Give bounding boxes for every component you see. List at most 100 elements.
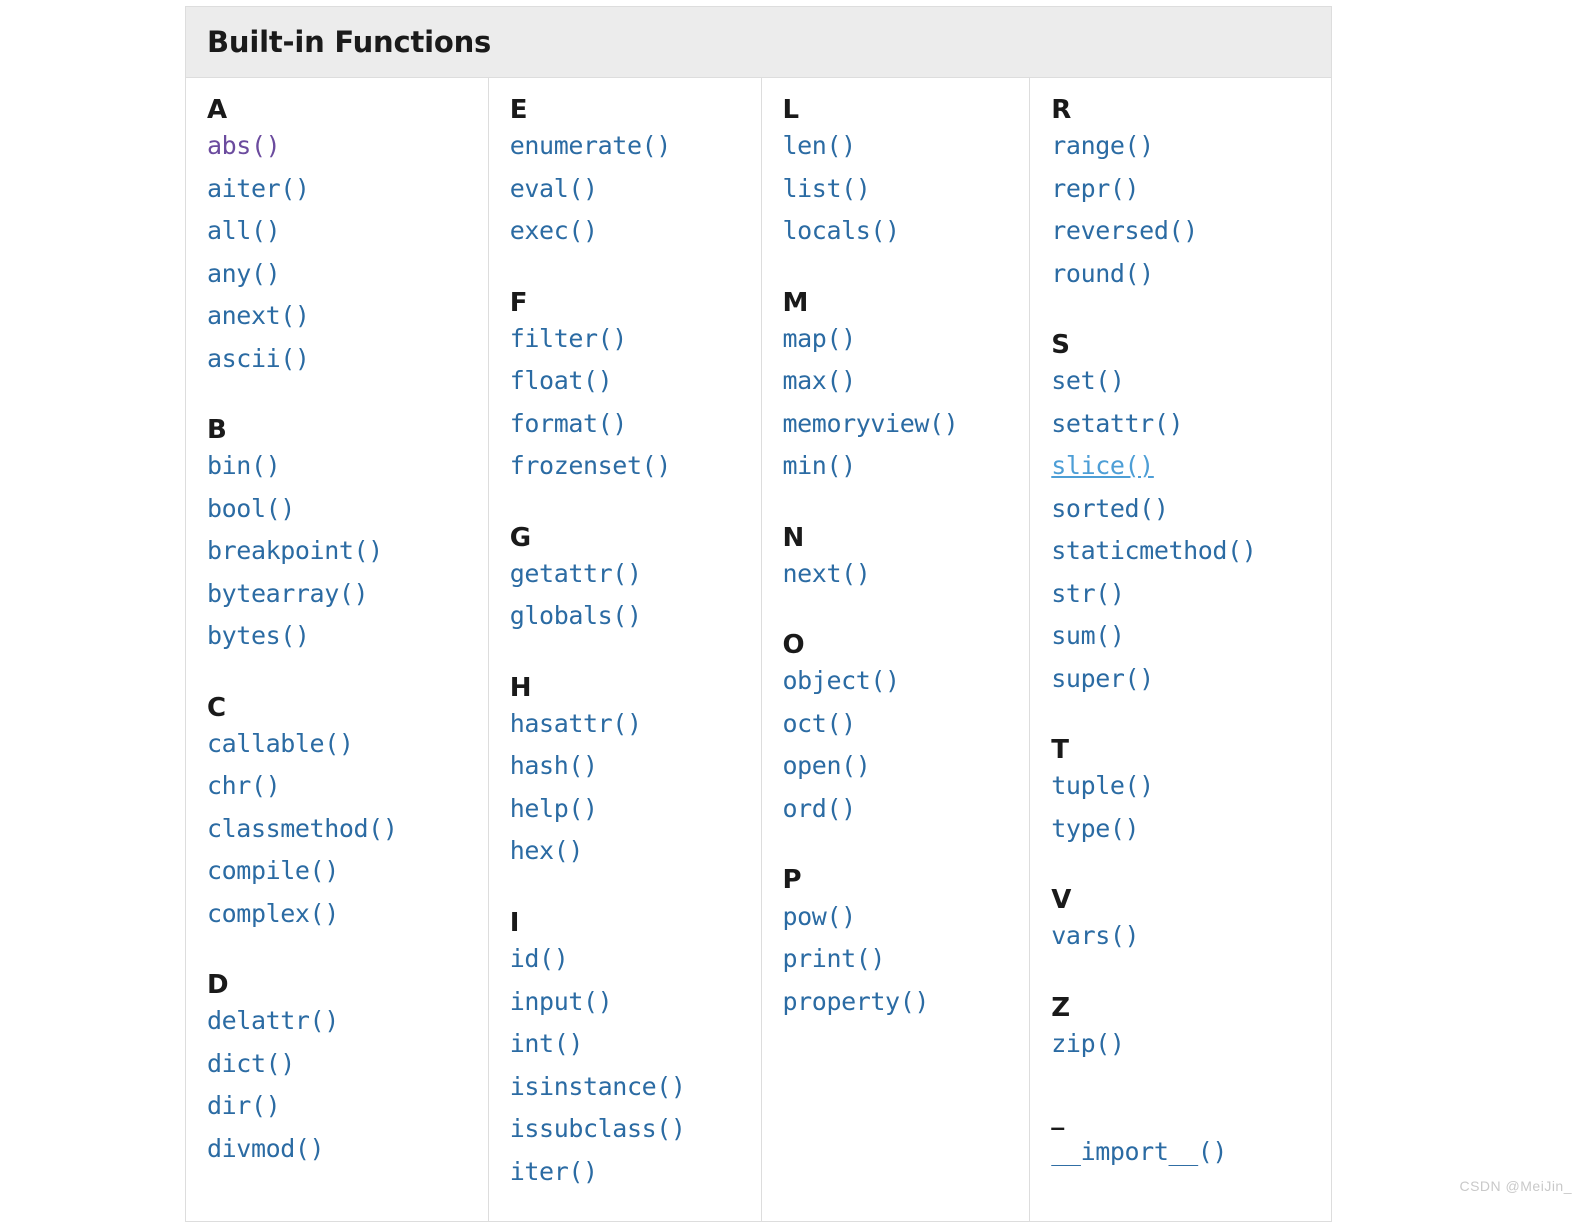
function-link[interactable]: divmod() — [207, 1133, 325, 1163]
list-item: min() — [783, 447, 1020, 490]
function-list: object() oct() open() ord() — [783, 662, 1020, 832]
function-link[interactable]: max() — [782, 366, 857, 396]
group-letter-heading: T — [1051, 735, 1070, 766]
function-link[interactable]: dict() — [207, 1048, 295, 1078]
function-link[interactable]: compile() — [207, 856, 339, 886]
list-item: staticmethod() — [1051, 532, 1321, 575]
function-link[interactable]: callable() — [207, 728, 354, 758]
list-item: object() — [783, 662, 1020, 705]
function-link[interactable]: bool() — [207, 493, 295, 523]
list-item: pow() — [783, 898, 1020, 941]
function-link[interactable]: min() — [782, 451, 857, 481]
function-link[interactable]: open() — [782, 751, 871, 781]
function-link[interactable]: locals() — [782, 216, 901, 246]
function-link[interactable]: id() — [509, 944, 569, 974]
function-link[interactable]: exec() — [509, 216, 598, 246]
function-link[interactable]: ord() — [782, 793, 857, 823]
function-link[interactable]: breakpoint() — [207, 536, 383, 566]
function-link[interactable]: int() — [509, 1029, 584, 1059]
function-link[interactable]: list() — [782, 173, 871, 203]
function-link[interactable]: hasattr() — [509, 708, 642, 738]
function-link[interactable]: print() — [782, 944, 886, 974]
list-item: vars() — [1051, 917, 1321, 960]
function-link[interactable]: pow() — [782, 901, 857, 931]
function-link[interactable]: issubclass() — [509, 1114, 686, 1144]
function-link[interactable]: all() — [207, 216, 281, 246]
function-link[interactable]: complex() — [207, 898, 339, 928]
function-link[interactable]: bin() — [207, 451, 281, 481]
function-link[interactable]: reversed() — [1051, 216, 1198, 246]
function-link[interactable]: eval() — [509, 173, 598, 203]
group-letter-heading: B — [207, 415, 227, 446]
list-item: getattr() — [510, 555, 751, 598]
function-link[interactable]: anext() — [207, 301, 310, 331]
function-link[interactable]: len() — [782, 131, 857, 161]
function-link[interactable]: abs() — [207, 131, 281, 161]
group-letter-heading: L — [782, 95, 800, 125]
function-link[interactable]: str() — [1051, 578, 1125, 608]
function-link[interactable]: aiter() — [207, 173, 310, 203]
function-link[interactable]: classmethod() — [207, 813, 398, 843]
function-link[interactable]: any() — [207, 258, 281, 288]
function-link[interactable]: help() — [509, 793, 598, 823]
function-link[interactable]: __import__() — [1051, 1136, 1228, 1166]
list-item: all() — [207, 212, 478, 255]
function-link[interactable]: type() — [1051, 813, 1140, 843]
list-item: int() — [510, 1025, 751, 1068]
function-link[interactable]: getattr() — [509, 558, 642, 588]
function-link[interactable]: object() — [782, 666, 901, 696]
function-link[interactable]: enumerate() — [509, 131, 672, 161]
function-list: callable() chr() classmethod() compile() com… — [207, 725, 478, 938]
function-link[interactable]: delattr() — [207, 1006, 339, 1036]
function-link[interactable]: globals() — [509, 601, 642, 631]
watermark: CSDN @MeiJin_ — [1459, 1178, 1572, 1194]
function-link[interactable]: format() — [509, 408, 628, 438]
function-link[interactable]: memoryview() — [782, 408, 959, 438]
group-letter-heading: C — [207, 692, 227, 723]
function-link[interactable]: map() — [782, 323, 857, 353]
function-link[interactable]: float() — [509, 366, 613, 396]
function-link[interactable]: frozenset() — [509, 451, 672, 481]
function-link[interactable]: iter() — [509, 1156, 598, 1186]
function-link[interactable]: filter() — [509, 323, 628, 353]
function-link[interactable]: isinstance() — [509, 1071, 686, 1101]
list-item: aiter() — [207, 170, 478, 213]
function-link[interactable]: range() — [1051, 131, 1154, 161]
list-item: input() — [510, 983, 751, 1026]
function-link[interactable]: ascii() — [207, 343, 310, 373]
function-link[interactable]: set() — [1051, 366, 1125, 396]
function-link[interactable]: sorted() — [1051, 493, 1169, 523]
group-letter-heading: D — [207, 970, 229, 1001]
function-link[interactable]: input() — [509, 986, 613, 1016]
list-item: str() — [1051, 575, 1321, 618]
function-list: vars() — [1051, 917, 1321, 960]
function-link[interactable]: property() — [782, 986, 930, 1016]
list-item: memoryview() — [783, 405, 1020, 448]
function-link[interactable]: zip() — [1051, 1029, 1125, 1059]
function-link[interactable]: dir() — [207, 1091, 281, 1121]
group-letter-heading: M — [782, 287, 809, 318]
list-item: super() — [1051, 660, 1321, 703]
function-link[interactable]: vars() — [1051, 921, 1140, 951]
function-link[interactable]: chr() — [207, 771, 281, 801]
function-link[interactable]: setattr() — [1051, 408, 1184, 438]
function-link[interactable]: hash() — [509, 751, 598, 781]
group-letter-heading: E — [509, 95, 528, 125]
function-link[interactable]: sum() — [1051, 621, 1125, 651]
function-link[interactable]: repr() — [1051, 173, 1140, 203]
list-item: setattr() — [1051, 405, 1321, 448]
function-link[interactable]: bytes() — [207, 621, 310, 651]
function-link[interactable]: round() — [1051, 258, 1154, 288]
function-link[interactable]: bytearray() — [207, 578, 369, 608]
function-link[interactable]: slice() — [1051, 451, 1154, 481]
function-link[interactable]: hex() — [509, 836, 584, 866]
list-item: sum() — [1051, 617, 1321, 660]
function-link[interactable]: staticmethod() — [1051, 536, 1257, 566]
function-link[interactable]: oct() — [782, 708, 857, 738]
function-link[interactable]: super() — [1051, 663, 1154, 693]
function-link[interactable]: tuple() — [1051, 771, 1154, 801]
function-link[interactable]: next() — [782, 558, 871, 588]
